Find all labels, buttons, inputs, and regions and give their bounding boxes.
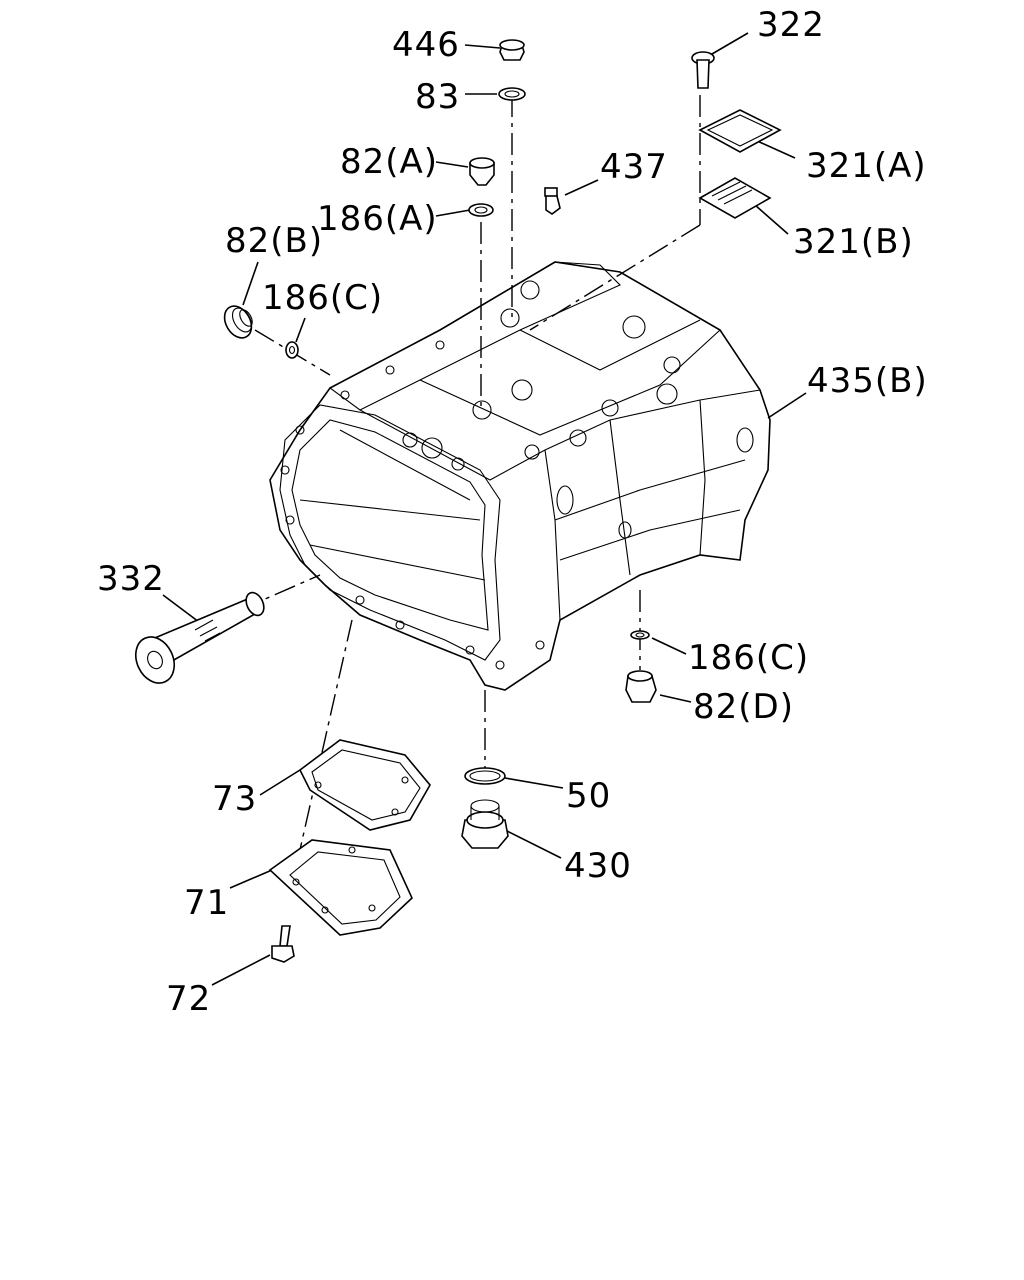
part-430-plug <box>461 799 509 849</box>
label-82a: 82(A) <box>340 142 438 182</box>
part-82a-plug <box>469 157 495 186</box>
label-321a: 321(A) <box>806 146 927 186</box>
transmission-case <box>269 261 771 691</box>
label-71: 71 <box>184 883 229 923</box>
label-321b: 321(B) <box>793 222 914 262</box>
part-186a-washer <box>468 203 494 217</box>
part-73-gasket <box>298 739 431 831</box>
part-186c-bottom-washer <box>630 630 650 640</box>
label-186c-bottom: 186(C) <box>688 638 809 678</box>
label-430: 430 <box>564 846 632 886</box>
label-72: 72 <box>166 979 211 1019</box>
label-186c-top: 186(C) <box>262 278 383 318</box>
part-83-washer <box>498 87 526 101</box>
label-50: 50 <box>566 776 611 816</box>
label-83: 83 <box>415 77 460 117</box>
callout-labels: 446 83 82(A) 186(A) 82(B) 186(C) 322 321… <box>97 5 928 1019</box>
part-332-shaft <box>134 591 265 684</box>
label-82b: 82(B) <box>225 221 323 261</box>
label-446: 446 <box>392 25 460 65</box>
part-437-breather <box>544 187 561 215</box>
label-82d: 82(D) <box>693 687 794 727</box>
label-186a: 186(A) <box>317 199 438 239</box>
label-332: 332 <box>97 559 165 599</box>
part-322-pin <box>691 51 715 89</box>
part-186c-top-washer <box>285 341 299 359</box>
label-322: 322 <box>757 5 825 45</box>
part-446-plug <box>499 39 525 61</box>
part-82d-plug <box>625 670 657 703</box>
part-72-bolt <box>271 925 295 963</box>
part-321a-plate <box>698 109 782 153</box>
part-50-oring <box>464 767 506 785</box>
part-71-cover <box>268 839 413 936</box>
part-321b-nameplate <box>698 177 772 219</box>
label-73: 73 <box>212 779 257 819</box>
part-82b-plug <box>223 305 253 339</box>
label-435b: 435(B) <box>807 361 928 401</box>
label-437: 437 <box>600 147 668 187</box>
